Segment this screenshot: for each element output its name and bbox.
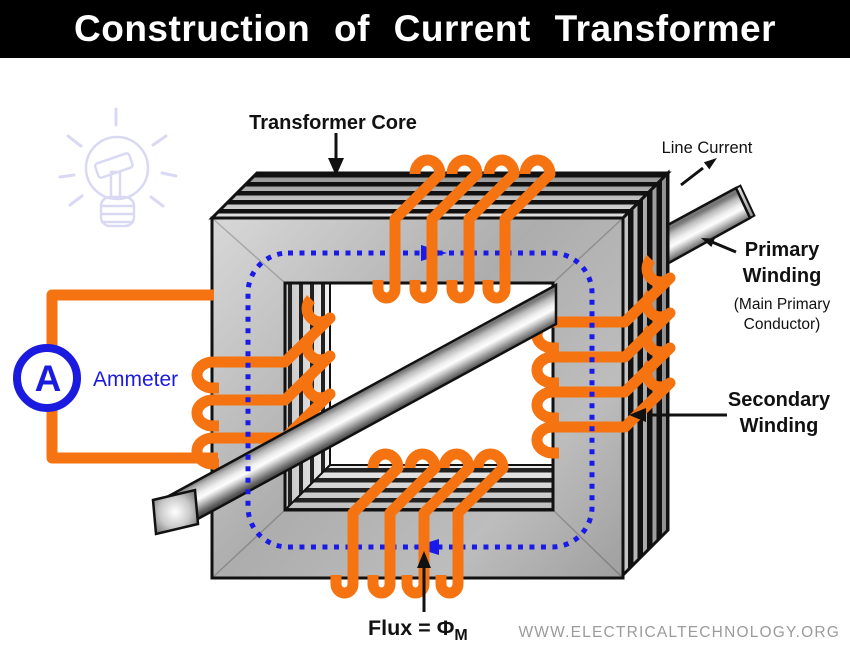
ammeter-label: Ammeter	[93, 368, 178, 391]
ammeter-wire-bottom	[46, 404, 218, 464]
primary-winding-arrow-icon	[701, 238, 737, 254]
lightbulb-logo-icon	[58, 107, 178, 228]
svg-text:Primary: Primary	[745, 239, 820, 261]
secondary-winding-arrow-icon	[629, 408, 727, 422]
annotation-arrows	[328, 133, 737, 612]
core-top-face	[208, 171, 672, 220]
svg-text:(Main Primary: (Main Primary	[734, 296, 831, 313]
svg-text:Secondary: Secondary	[728, 389, 831, 411]
secondary-winding-top	[372, 154, 556, 304]
svg-text:Winding: Winding	[740, 415, 819, 437]
primary-conductor	[151, 282, 558, 536]
ammeter: A	[13, 344, 81, 412]
ammeter-symbol: A	[35, 358, 62, 399]
core-corner-seams	[211, 217, 624, 579]
ammeter-dial	[13, 344, 81, 412]
primary-winding-label: Primary Winding (Main Primary Conductor)	[734, 239, 831, 333]
logo-rays	[58, 107, 178, 208]
line-current-arrow-icon	[680, 158, 717, 187]
transformer-core-arrow-icon	[328, 133, 344, 176]
ammeter-wire-top	[46, 289, 214, 352]
watermark: WWW.ELECTRICALTECHNOLOGY.ORG	[518, 624, 840, 641]
transformer-core-label: Transformer Core	[249, 112, 417, 134]
page-title: Construction of Current Transformer	[0, 0, 850, 58]
secondary-winding-label: Secondary Winding	[728, 389, 831, 437]
conductor-end-cap	[151, 488, 200, 536]
line-current-label: Line Current	[662, 139, 753, 157]
flux-arrow-icon	[417, 551, 431, 612]
flux-label: Flux = ΦM	[368, 616, 468, 644]
secondary-winding-bottom	[330, 448, 509, 599]
svg-text:Conductor): Conductor)	[744, 316, 821, 333]
secondary-winding-left	[46, 289, 336, 470]
svg-text:Winding: Winding	[743, 265, 822, 287]
